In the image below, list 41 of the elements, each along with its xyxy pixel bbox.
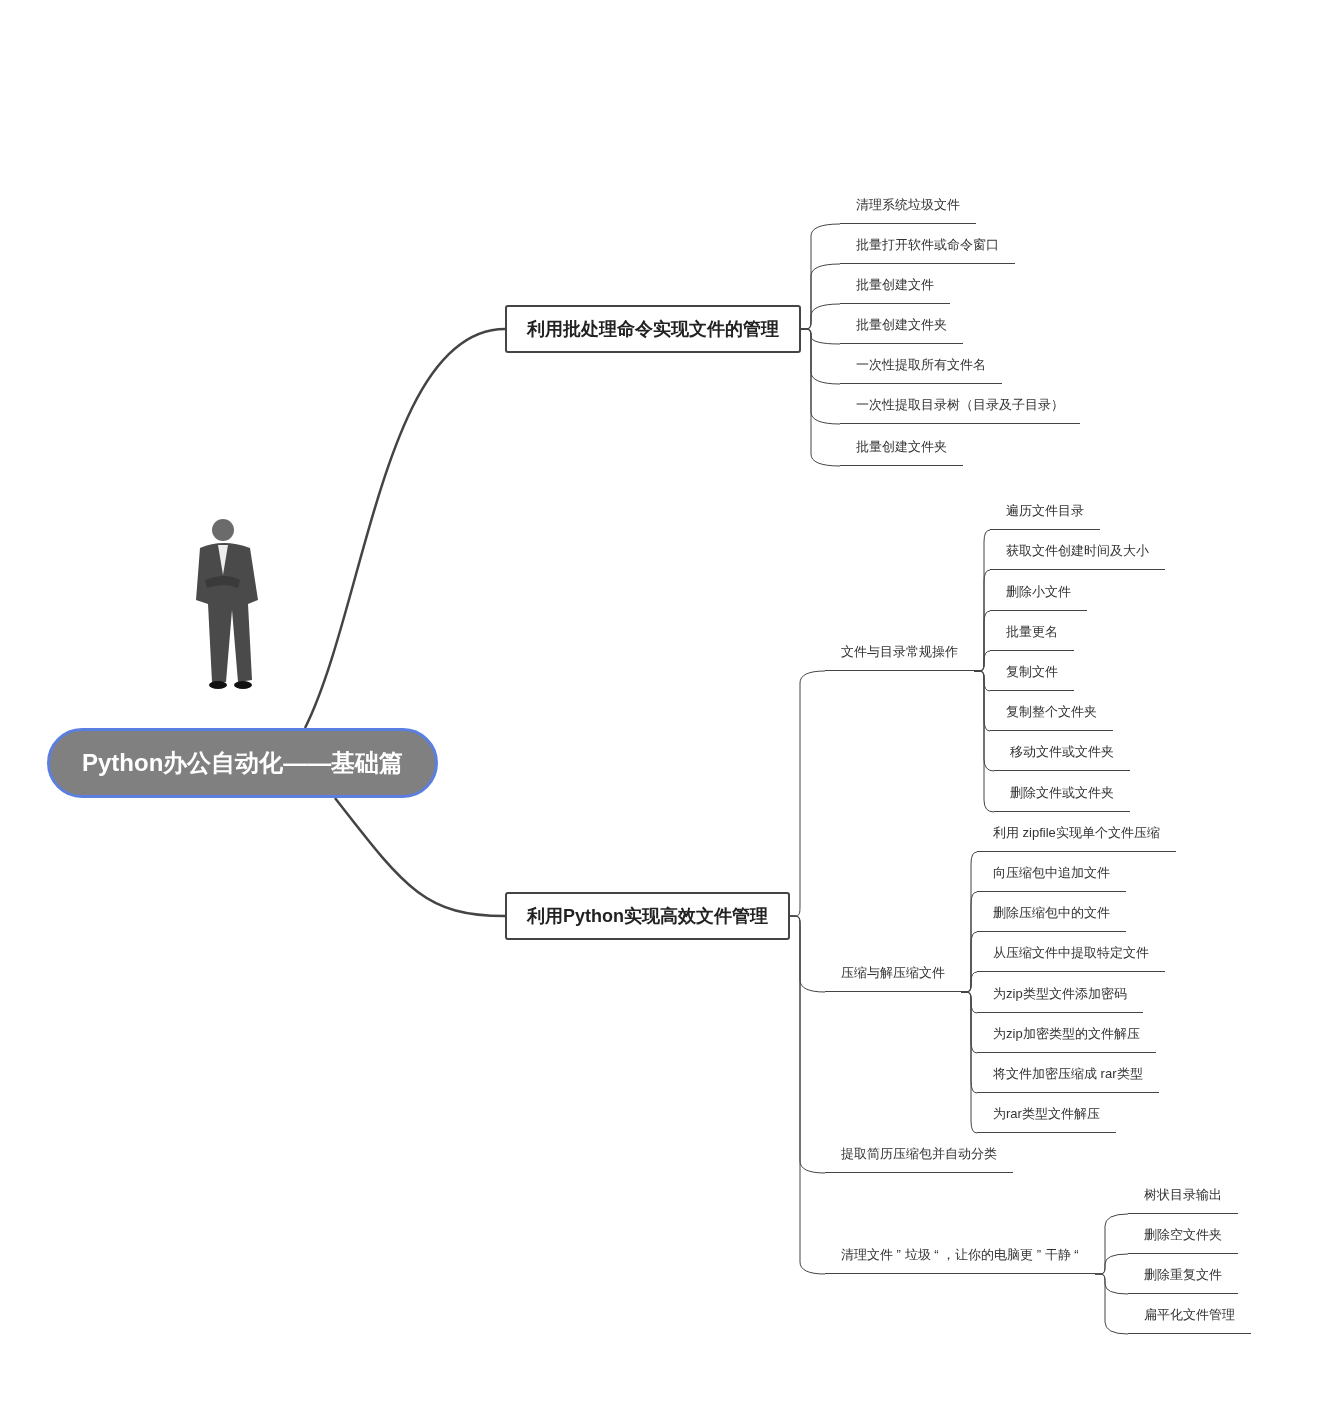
- branch-topic: 利用批处理命令实现文件的管理: [505, 305, 801, 353]
- branch-topic: 利用Python实现高效文件管理: [505, 892, 790, 940]
- subtopic: 获取文件创建时间及大小: [990, 541, 1165, 570]
- subtopic: 删除小文件: [990, 582, 1087, 611]
- subtopic: 从压缩文件中提取特定文件: [977, 943, 1165, 972]
- subtopic: 树状目录输出: [1128, 1185, 1238, 1214]
- subtopic: 移动文件或文件夹: [994, 742, 1130, 771]
- subtopic: 复制整个文件夹: [990, 702, 1113, 731]
- subtopic: 提取简历压缩包并自动分类: [825, 1144, 1013, 1173]
- connector-line: [334, 797, 506, 918]
- subtopic: 文件与目录常规操作: [825, 642, 974, 671]
- connector-line: [1094, 1273, 1129, 1335]
- connector-line: [973, 670, 995, 813]
- subtopic: 批量更名: [990, 622, 1074, 651]
- subtopic: 批量创建文件: [840, 275, 950, 304]
- subtopic: 向压缩包中追加文件: [977, 863, 1126, 892]
- subtopic: 删除压缩包中的文件: [977, 903, 1126, 932]
- subtopic: 为rar类型文件解压: [977, 1104, 1116, 1133]
- subtopic: 将文件加密压缩成 rar类型: [977, 1064, 1159, 1093]
- subtopic: 压缩与解压缩文件: [825, 963, 961, 992]
- subtopic: 为zip类型文件添加密码: [977, 984, 1143, 1013]
- subtopic: 一次性提取目录树（目录及子目录）: [840, 395, 1080, 424]
- connector-line: [800, 328, 841, 467]
- subtopic: 一次性提取所有文件名: [840, 355, 1002, 384]
- subtopic: 复制文件: [990, 662, 1074, 691]
- subtopic: 遍历文件目录: [990, 501, 1100, 530]
- subtopic: 扁平化文件管理: [1128, 1305, 1251, 1334]
- subtopic: 为zip加密类型的文件解压: [977, 1024, 1156, 1053]
- subtopic: 清理系统垃圾文件: [840, 195, 976, 224]
- subtopic: 清理文件 ” 垃圾 “ ，让你的电脑更 ” 干静 “: [825, 1245, 1095, 1274]
- subtopic: 删除文件或文件夹: [994, 783, 1130, 812]
- connector-line: [303, 327, 506, 729]
- subtopic: 删除空文件夹: [1128, 1225, 1238, 1254]
- connector-line: [960, 991, 978, 1134]
- subtopic: 批量创建文件夹: [840, 315, 963, 344]
- central-topic: Python办公自动化——基础篇: [47, 728, 439, 798]
- subtopic: 删除重复文件: [1128, 1265, 1238, 1294]
- connector-line: [789, 915, 826, 1275]
- subtopic: 利用 zipfile实现单个文件压缩: [977, 823, 1176, 852]
- subtopic: 批量创建文件夹: [840, 437, 963, 466]
- subtopic: 批量打开软件或命令窗口: [840, 235, 1015, 264]
